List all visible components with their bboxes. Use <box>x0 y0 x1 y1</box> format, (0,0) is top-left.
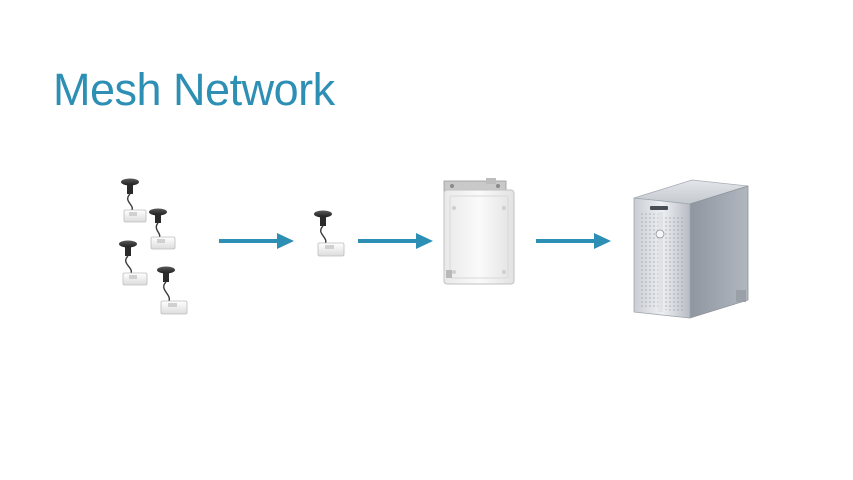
sensor-node <box>119 240 148 286</box>
arrow-right-icon <box>219 233 294 249</box>
wireless-sensor-node-cluster-icon <box>119 178 188 315</box>
arrow-right-icon <box>358 233 433 249</box>
server <box>628 172 752 322</box>
sensor-node <box>157 266 188 315</box>
sensor-node <box>149 208 176 250</box>
single-sensor-node <box>310 208 350 260</box>
slide-title: Mesh Network <box>53 64 335 115</box>
flow-arrow <box>358 232 434 250</box>
flow-arrow <box>219 232 295 250</box>
gateway-enclosure-icon <box>443 178 515 285</box>
sensor-node <box>121 178 147 223</box>
wireless-sensor-node-icon <box>314 210 345 257</box>
server-icon <box>633 179 749 319</box>
arrow-right-icon <box>536 233 611 249</box>
gateway-enclosure <box>440 178 520 288</box>
flow-arrow <box>536 232 612 250</box>
sensor-node-cluster <box>108 172 203 320</box>
